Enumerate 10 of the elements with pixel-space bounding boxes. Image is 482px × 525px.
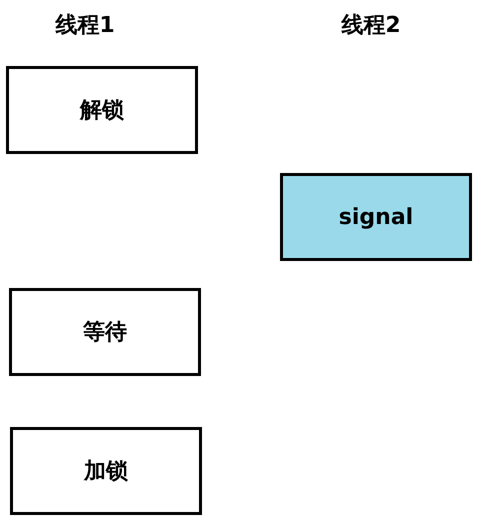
box-label: 解锁 [80, 96, 124, 124]
box-label: 加锁 [84, 458, 128, 486]
column-heading: 线程1 [54, 12, 116, 40]
column-heading: 线程2 [340, 12, 402, 40]
box-label: 等待 [83, 318, 127, 346]
box-label: signal [338, 204, 414, 232]
process-box [280, 173, 472, 261]
process-box [9, 288, 201, 376]
process-box [10, 427, 202, 515]
process-box [6, 66, 198, 154]
